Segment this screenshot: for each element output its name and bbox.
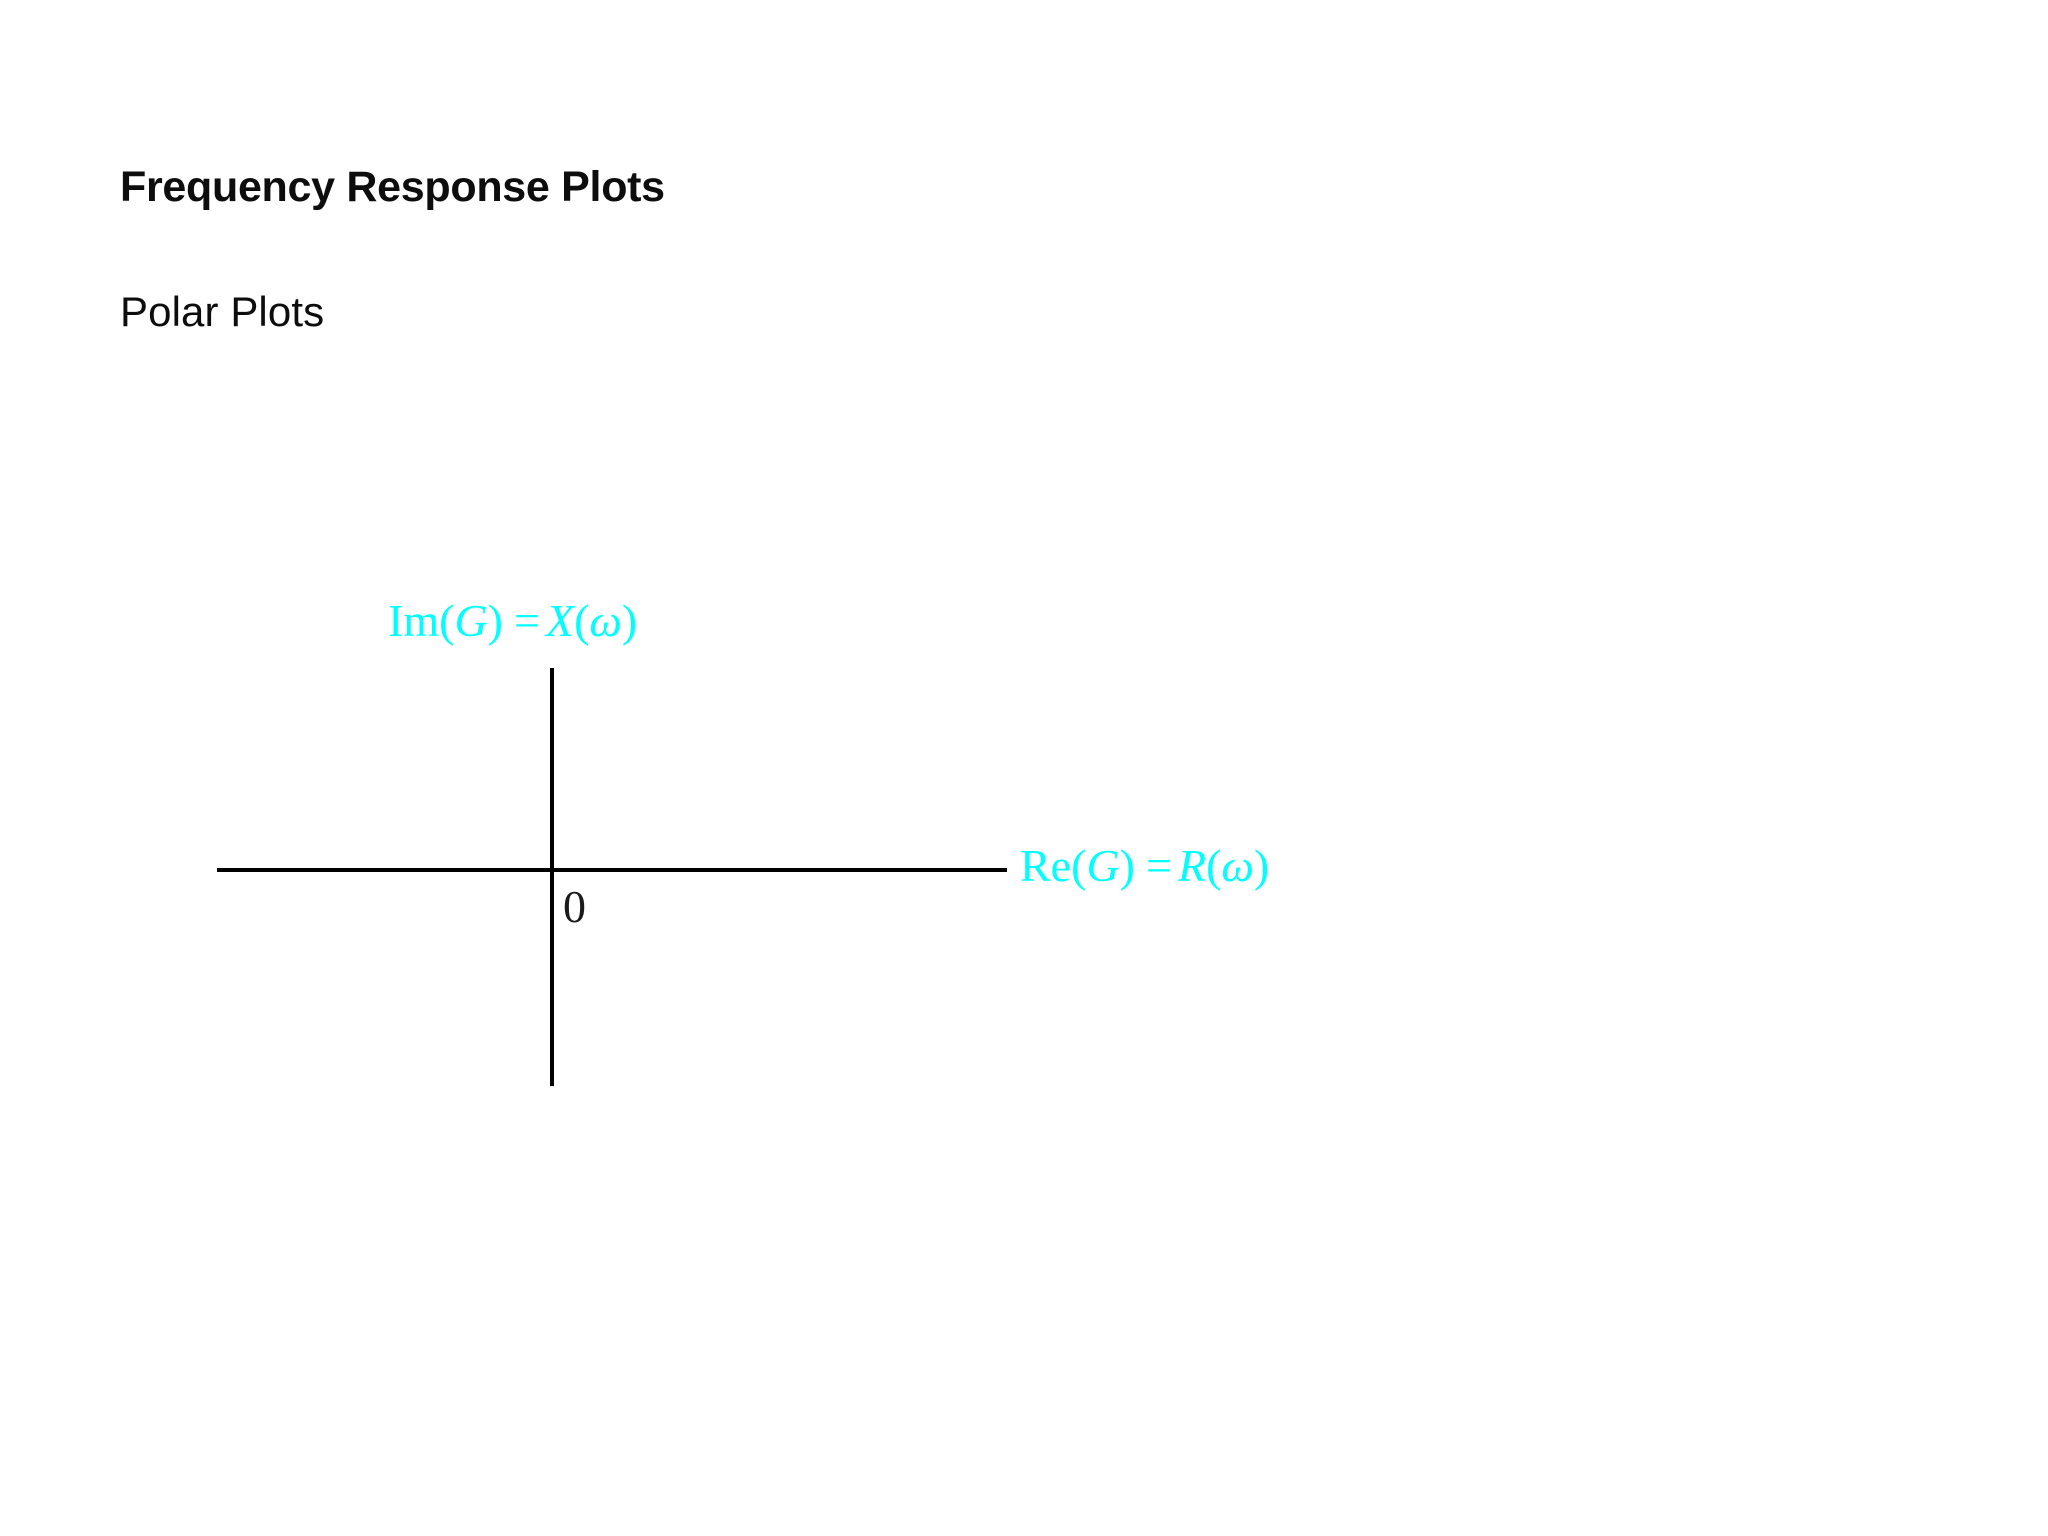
imaginary-axis-label: Im(G)=X(ω)	[388, 598, 637, 644]
origin-label: 0	[563, 881, 586, 932]
imaginary-axis-label-equals: =	[514, 595, 540, 646]
page-title: Frequency Response Plots	[120, 163, 665, 211]
imaginary-axis-label-open-paren: (	[439, 595, 455, 646]
real-axis-label-function-var: G	[1086, 840, 1120, 891]
real-axis-label: Re(G)=R(ω)	[1020, 843, 1269, 889]
real-axis-label-arg-close: )	[1253, 840, 1270, 891]
imaginary-axis-label-arg-open: (	[574, 595, 590, 646]
real-axis-label-arg: ω	[1221, 840, 1254, 891]
slide-subtitle: Polar Plots	[120, 288, 325, 335]
real-axis-line	[217, 868, 1007, 872]
real-axis-label-result-var: R	[1177, 840, 1207, 891]
imaginary-axis-label-arg: ω	[589, 595, 622, 646]
real-axis-label-close-paren: )	[1119, 840, 1135, 891]
real-axis-label-arg-open: (	[1206, 840, 1222, 891]
imaginary-axis-label-close-paren: )	[487, 595, 503, 646]
imaginary-axis-label-function-var: G	[454, 595, 488, 646]
real-axis-label-open-paren: (	[1071, 840, 1087, 891]
imaginary-axis-line	[550, 668, 554, 1086]
real-axis-label-prefix: Re	[1020, 840, 1072, 891]
real-axis-label-equals: =	[1146, 840, 1172, 891]
imaginary-axis-label-prefix: Im	[388, 595, 440, 646]
imaginary-axis-label-result-var: X	[545, 595, 575, 646]
imaginary-axis-label-arg-close: )	[621, 595, 638, 646]
